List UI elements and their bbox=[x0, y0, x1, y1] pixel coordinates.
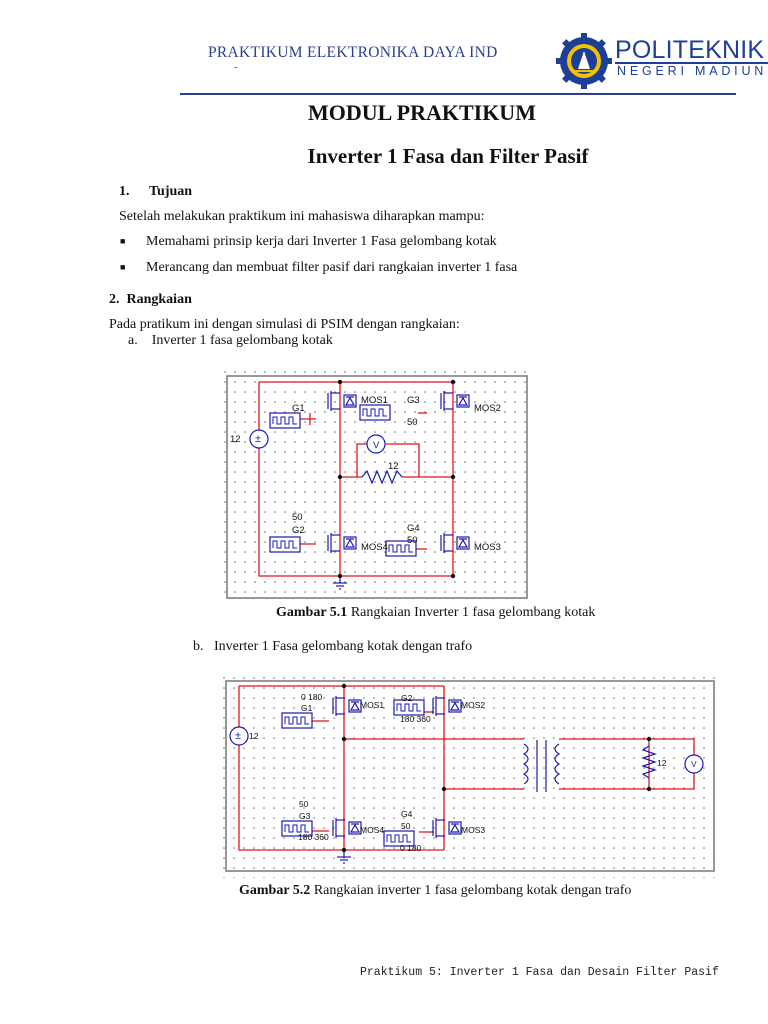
load-label: 12 bbox=[388, 461, 399, 472]
g2-label: G2 bbox=[292, 525, 305, 536]
section-rangkaian-heading: 2. Rangkaian bbox=[109, 292, 192, 307]
fig2-g4-label: G4 bbox=[401, 809, 413, 819]
voltmeter-label: V bbox=[373, 440, 380, 451]
header-divider bbox=[180, 93, 736, 95]
fig2-g4-value2: 0 180 bbox=[400, 843, 422, 853]
figure-5-2-circuit: ± 12 0 180 G1 G2 180 360 MOS1 MOS2 50 G3… bbox=[219, 674, 719, 878]
fig2-mos4-label: MOS4 bbox=[360, 825, 384, 835]
bullet-icon: ■ bbox=[120, 236, 126, 246]
module-title: MODUL PRAKTIKUM bbox=[308, 100, 536, 125]
fig2-mos2-label: MOS2 bbox=[461, 700, 485, 710]
rangkaian-intro: Pada pratikum ini dengan simulasi di PSI… bbox=[109, 317, 460, 332]
fig2-vsrc-label: 12 bbox=[249, 731, 259, 741]
fig2-g1-value: 0 180 bbox=[301, 692, 323, 702]
mos4-label: MOS4 bbox=[361, 542, 388, 553]
vsrc-label: 12 bbox=[230, 434, 241, 445]
g4-label: G4 bbox=[407, 523, 420, 534]
fig2-load-label: 12 bbox=[657, 758, 667, 768]
svg-text:±: ± bbox=[235, 730, 241, 742]
g3-value: 50 bbox=[407, 417, 418, 428]
bullet-icon: ■ bbox=[120, 262, 126, 272]
page-footer: Praktikum 5: Inverter 1 Fasa dan Desain … bbox=[360, 966, 719, 979]
g2-value: 50 bbox=[292, 512, 303, 523]
fig2-g4-value: 50 bbox=[401, 821, 411, 831]
fig2-g2-label: G2 bbox=[401, 693, 413, 703]
svg-text:±: ± bbox=[255, 433, 261, 445]
figure-5-1-caption: Gambar 5.1 Rangkaian Inverter 1 fasa gel… bbox=[276, 605, 595, 621]
fig2-g3-value: 50 bbox=[299, 799, 309, 809]
mos2-label: MOS2 bbox=[474, 403, 501, 414]
figure-5-2-caption: Gambar 5.2 Rangkaian inverter 1 fasa gel… bbox=[239, 883, 631, 899]
g1-label: G1 bbox=[292, 403, 305, 414]
fig2-g3-label: G3 bbox=[299, 811, 311, 821]
polinema-logo-icon bbox=[556, 33, 612, 89]
caption-label: Gambar 5.2 bbox=[239, 883, 311, 898]
figure-5-1-circuit: ± 12 G1 G3 50 MOS1 MOS2 V 12 50 G2 G4 50… bbox=[222, 369, 534, 601]
fig2-g2-value: 180 360 bbox=[400, 714, 431, 724]
g3-label: G3 bbox=[407, 395, 420, 406]
fig2-g3-value2: 180 360 bbox=[298, 832, 329, 842]
fig2-mos1-label: MOS1 bbox=[360, 700, 384, 710]
section-number: 1. bbox=[119, 184, 130, 199]
rangkaian-item-a: a. Inverter 1 fasa gelombang kotak bbox=[128, 333, 333, 348]
caption-text: Rangkaian Inverter 1 fasa gelombang kota… bbox=[347, 605, 596, 620]
fig2-voltmeter-label: V bbox=[691, 759, 697, 769]
g4-value: 50 bbox=[407, 535, 418, 546]
module-subtitle: Inverter 1 Fasa dan Filter Pasif bbox=[307, 144, 589, 168]
header-mark: - bbox=[234, 62, 238, 73]
tujuan-bullet-2: Merancang dan membuat filter pasif dari … bbox=[146, 260, 518, 275]
fig2-mos3-label: MOS3 bbox=[461, 825, 485, 835]
section-title: Tujuan bbox=[149, 184, 193, 199]
fig2-g1-label: G1 bbox=[301, 703, 313, 713]
logo-underline bbox=[615, 62, 768, 64]
rangkaian-item-b: b. Inverter 1 Fasa gelombang kotak denga… bbox=[193, 639, 473, 654]
tujuan-bullet-1: Memahami prinsip kerja dari Inverter 1 F… bbox=[146, 234, 497, 249]
logo-text-politeknik: POLITEKNIK bbox=[615, 36, 765, 64]
logo-text-negeri-madiun: NEGERI MADIUN bbox=[617, 64, 768, 78]
caption-label: Gambar 5.1 bbox=[276, 605, 348, 620]
tujuan-intro: Setelah melakukan praktikum ini mahasisw… bbox=[119, 209, 485, 224]
mos1-label: MOS1 bbox=[361, 395, 388, 406]
header-title: PRAKTIKUM ELEKTRONIKA DAYA IND bbox=[208, 44, 498, 61]
mos3-label: MOS3 bbox=[474, 542, 501, 553]
caption-text: Rangkaian inverter 1 fasa gelombang kota… bbox=[310, 883, 632, 898]
section-tujuan-heading: 1. Tujuan bbox=[119, 184, 192, 200]
